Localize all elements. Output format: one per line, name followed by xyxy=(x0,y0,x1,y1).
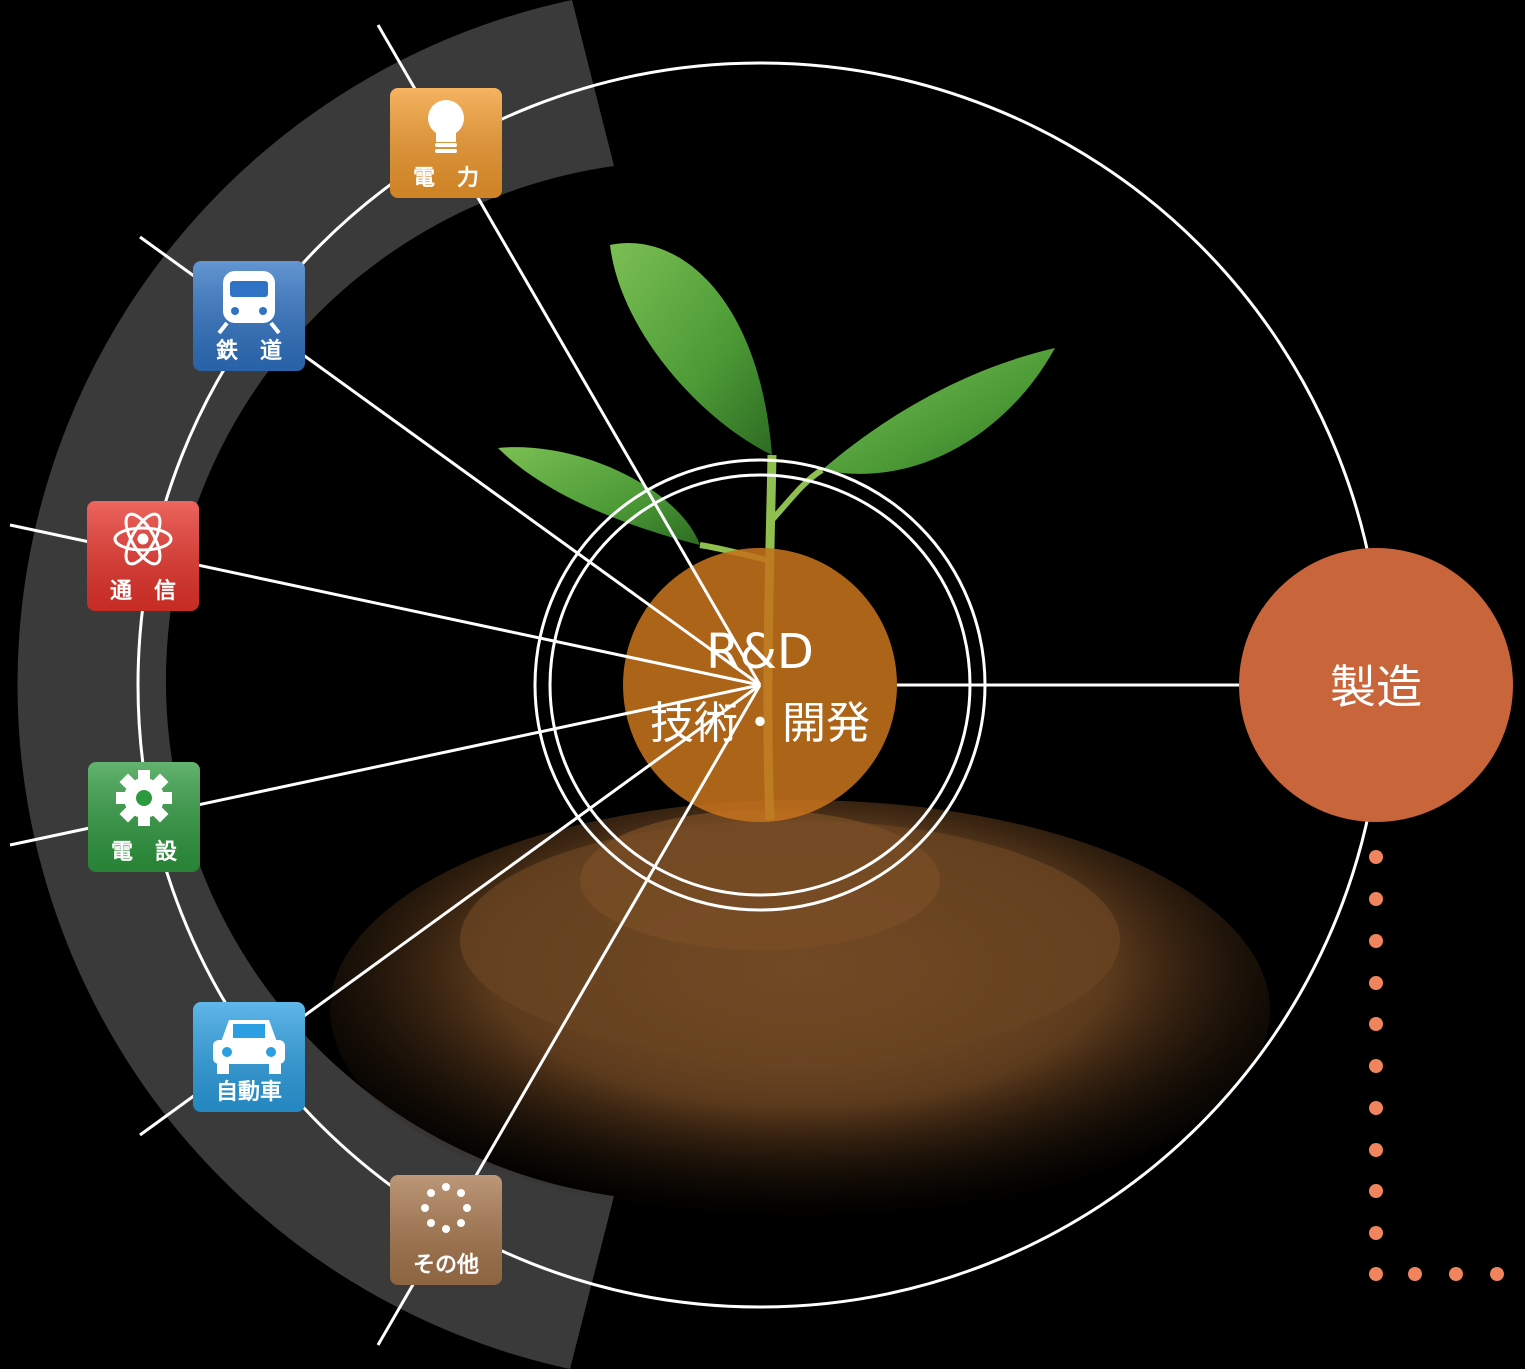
sector-auto[interactable]: 自動車 xyxy=(193,1002,305,1112)
sector-power[interactable]: 電 力 xyxy=(390,88,502,198)
sector-other-label: その他 xyxy=(413,1253,479,1278)
soil-image xyxy=(330,800,1270,1220)
dotted-path xyxy=(1369,850,1504,1281)
sector-band xyxy=(17,0,614,1369)
lightbulb-icon xyxy=(428,100,464,153)
dots-icon xyxy=(421,1183,471,1233)
rd-subtitle: 技術・開発 xyxy=(650,698,870,749)
car-icon xyxy=(213,1020,285,1074)
sector-telecom-label: 通 信 xyxy=(110,578,176,604)
sector-other[interactable]: その他 xyxy=(390,1175,502,1285)
sector-power-label: 電 力 xyxy=(413,166,479,191)
train-icon xyxy=(217,271,281,335)
sector-electric[interactable]: 電 設 xyxy=(88,762,200,872)
output-circle xyxy=(1239,548,1513,822)
sector-electric-label: 電 設 xyxy=(111,839,178,865)
sector-railway-label: 鉄 道 xyxy=(216,338,282,364)
sector-telecom[interactable]: 通 信 xyxy=(87,501,199,611)
output-label: 製造 xyxy=(1330,660,1422,714)
atom-icon xyxy=(113,512,173,566)
sector-auto-label: 自動車 xyxy=(216,1079,282,1105)
connector-lines xyxy=(9,24,1376,1346)
sector-railway[interactable]: 鉄 道 xyxy=(193,261,305,371)
rd-title: R&D xyxy=(706,624,814,680)
gear-icon xyxy=(116,770,172,826)
